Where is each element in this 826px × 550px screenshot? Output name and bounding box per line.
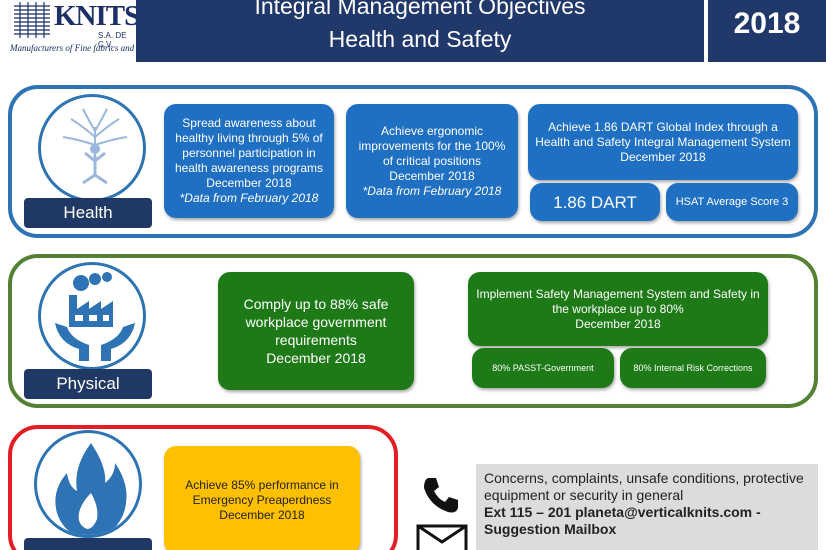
goal-text: Achieve 85% performance in Emergency Pre…: [185, 477, 339, 507]
health-circle: [38, 94, 146, 202]
goal-note: *Data from February 2018: [362, 183, 502, 198]
company-logo: KNITS S.A. DE C.V. Manufacturers of Fine…: [4, 0, 164, 62]
goal-date: December 2018: [266, 350, 366, 366]
mail-icon: [416, 524, 468, 550]
physical-goal-sms: Implement Safety Management System and S…: [468, 272, 768, 346]
goal-date: December 2018: [620, 149, 706, 164]
page-title: Integral Management Objectives Health an…: [136, 0, 704, 62]
physical-goal-compliance: Comply up to 88% safe workplace governme…: [218, 272, 414, 390]
emergency-circle: [34, 430, 142, 538]
goal-text: Achieve 1.86 DART Global Index through a…: [535, 119, 791, 149]
goal-date: December 2018: [219, 507, 305, 522]
contact-extension-email[interactable]: Ext 115 – 201 planeta@verticalknits.com …: [484, 504, 761, 520]
physical-circle: [38, 262, 146, 370]
phone-icon: [424, 478, 458, 513]
emergency-goal-preparedness: Achieve 85% performance in Emergency Pre…: [164, 446, 360, 550]
meditation-tree-icon: [62, 108, 128, 185]
metric-dart: 1.86 DART: [530, 183, 660, 221]
health-goal-ergonomic: Achieve ergonomic improvements for the 1…: [346, 104, 518, 218]
contact-info: Concerns, complaints, unsafe conditions,…: [476, 464, 818, 550]
goal-text: Comply up to 88% safe workplace governme…: [243, 296, 389, 348]
health-goal-awareness: Spread awareness about healthy living th…: [164, 104, 334, 218]
goal-text: Spread awareness about healthy living th…: [174, 116, 324, 175]
factory-hands-icon: [55, 272, 135, 361]
logo-brand: KNITS: [54, 0, 140, 32]
goal-date: December 2018: [389, 168, 475, 183]
contact-mailbox: Suggestion Mailbox: [484, 521, 617, 537]
goal-text: Achieve ergonomic improvements for the 1…: [358, 123, 506, 168]
title-line-1: Integral Management Objectives: [254, 0, 586, 19]
metric-passt: 80% PASST-Government: [472, 348, 614, 388]
logo-subtitle: S.A. DE C.V.: [98, 31, 127, 49]
metric-hsat: HSAT Average Score 3: [666, 183, 798, 221]
health-goal-dart: Achieve 1.86 DART Global Index through a…: [528, 104, 798, 180]
health-label: Health: [24, 198, 152, 228]
goal-date: December 2018: [206, 176, 292, 190]
title-line-2: Health and Safety: [328, 26, 512, 52]
logo-mark-icon: [14, 2, 50, 38]
contact-description: Concerns, complaints, unsafe conditions,…: [484, 470, 804, 503]
physical-label: Physical: [24, 369, 152, 399]
emergency-label: [24, 538, 152, 550]
fire-icon: [55, 443, 127, 535]
goal-note: *Data from February 2018: [179, 191, 319, 205]
logo-tagline: Manufacturers of Fine fabrics and appare…: [10, 43, 165, 53]
metric-internal-risk: 80% Internal Risk Corrections: [620, 348, 766, 388]
goal-date: December 2018: [575, 316, 661, 331]
year-badge: 2018: [708, 0, 826, 62]
goal-text: Implement Safety Management System and S…: [476, 286, 760, 316]
